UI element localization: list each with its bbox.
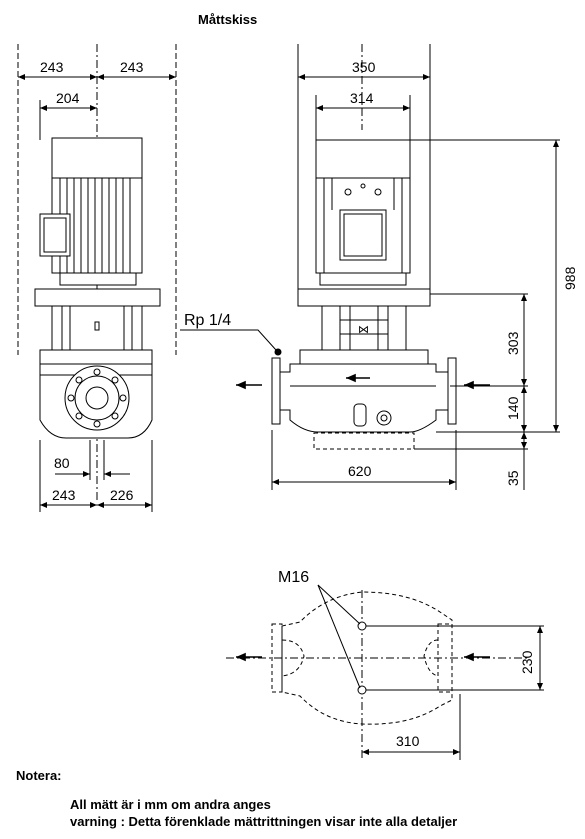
dim-front-flange-small: 80: [54, 455, 70, 471]
dim-side-upper: 303: [505, 331, 521, 355]
dim-foundation-height: 230: [519, 650, 535, 674]
drawing-title: Måttskiss: [198, 12, 257, 27]
notes-heading: Notera:: [16, 768, 62, 783]
label-port: Rp 1/4: [184, 312, 231, 329]
dim-front-bottom-left: 243: [52, 487, 76, 503]
dim-side-base: 35: [505, 470, 521, 486]
svg-text:⋈: ⋈: [358, 323, 369, 336]
notes-line-2: varning : Detta förenklade mättrittninge…: [70, 814, 458, 829]
dim-side-total-height: 988: [562, 266, 578, 290]
label-bolt: M16: [278, 569, 309, 586]
notes-line-1: All mätt är i mm om andra anges: [70, 797, 271, 812]
foundation-view: [226, 584, 544, 760]
dim-front-bottom-right: 226: [110, 487, 134, 503]
dim-front-left-half: 243: [40, 59, 64, 75]
dim-front-right-half: 243: [120, 59, 144, 75]
dim-front-motor: 204: [56, 90, 80, 106]
dim-side-middle: 140: [505, 396, 521, 420]
dim-side-width: 620: [348, 463, 372, 479]
dim-foundation-width: 310: [396, 733, 420, 749]
dim-side-top-inner: 314: [350, 90, 374, 106]
side-view: ⋈: [180, 44, 560, 490]
front-view: [17, 44, 177, 512]
dim-side-top-outer: 350: [352, 59, 376, 75]
